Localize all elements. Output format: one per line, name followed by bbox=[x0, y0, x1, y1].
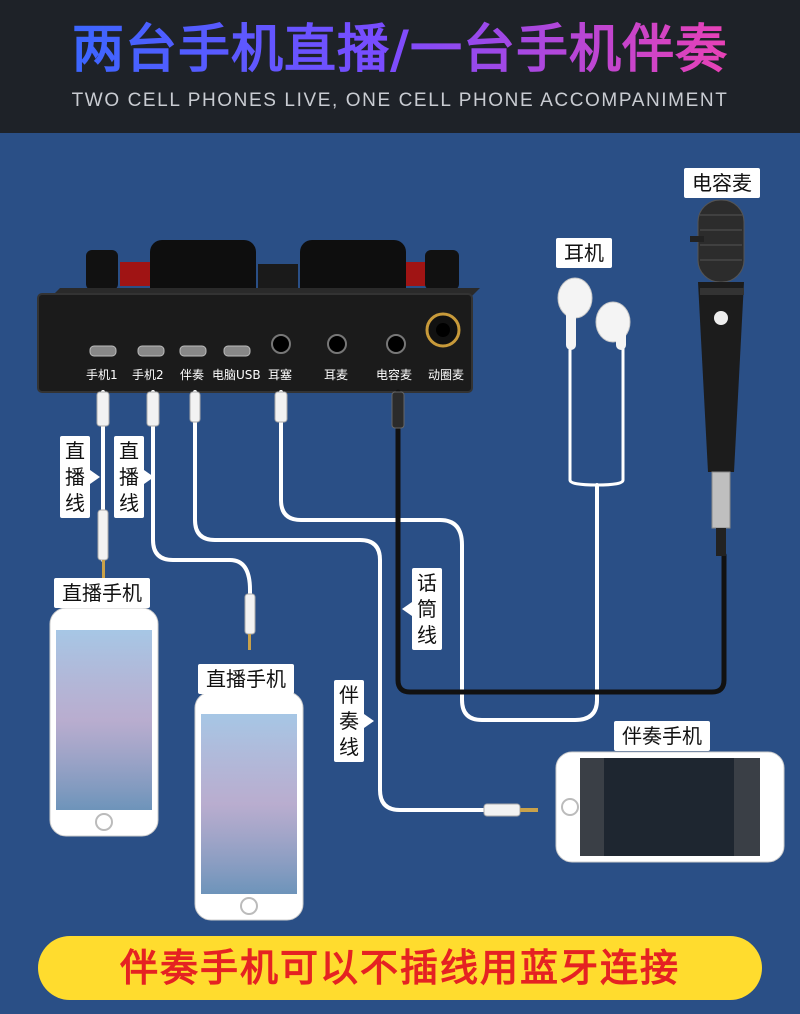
jack-accomp-phone bbox=[483, 803, 521, 817]
label-mic-cable: 话筒线 bbox=[402, 568, 442, 650]
red-switch-2 bbox=[406, 262, 428, 286]
label-live-cable-1: 直播线 bbox=[60, 436, 100, 518]
page-title: 两台手机直播/一台手机伴奏 bbox=[0, 18, 800, 82]
headphone-wires bbox=[568, 343, 625, 487]
label-live-phone-2: 直播手机 bbox=[198, 664, 294, 694]
live-phone-1 bbox=[49, 607, 159, 837]
accomp-cable bbox=[193, 390, 502, 812]
headphones-icon bbox=[557, 277, 631, 350]
port-earphone bbox=[271, 334, 291, 354]
port-label-phone2: 手机2 bbox=[132, 368, 164, 382]
earphone-cable bbox=[279, 390, 599, 722]
condenser-mic-icon bbox=[690, 199, 745, 556]
sound-card bbox=[37, 240, 480, 393]
bluetooth-note-banner: 伴奏手机可以不插线用蓝牙连接 bbox=[38, 936, 762, 1000]
port-label-accomp: 伴奏 bbox=[180, 368, 205, 382]
port-phone2 bbox=[137, 345, 165, 357]
label-live-cable-2: 直播线 bbox=[114, 436, 154, 518]
red-switch-1 bbox=[120, 262, 150, 286]
cables bbox=[101, 343, 727, 812]
label-accomp-cable: 伴奏线 bbox=[334, 680, 374, 762]
small-knob-2 bbox=[425, 250, 459, 290]
port-label-ear-mic: 耳麦 bbox=[324, 368, 349, 382]
port-condenser-mic bbox=[386, 334, 406, 354]
live-cable-2 bbox=[151, 390, 252, 632]
accomp-phone bbox=[555, 751, 785, 863]
port-ear-mic bbox=[327, 334, 347, 354]
port-pc-usb bbox=[223, 345, 251, 357]
port-label-phone1: 手机1 bbox=[86, 368, 118, 382]
page-subtitle: TWO CELL PHONES LIVE, ONE CELL PHONE ACC… bbox=[71, 90, 729, 111]
label-accomp-phone: 伴奏手机 bbox=[614, 721, 710, 751]
port-label-pc-usb: 电脑USB bbox=[212, 368, 261, 382]
port-label-earphone: 耳塞 bbox=[268, 368, 293, 382]
label-condenser-mic: 电容麦 bbox=[684, 168, 760, 198]
label-headphones: 耳机 bbox=[556, 238, 612, 268]
sound-card-body bbox=[37, 293, 473, 393]
big-knob-2 bbox=[300, 240, 406, 300]
fader-strip bbox=[258, 264, 298, 292]
jack-phone-2 bbox=[244, 593, 256, 635]
small-knob-1 bbox=[86, 250, 118, 290]
jack-phone-1 bbox=[97, 509, 109, 561]
mic-cable bbox=[395, 389, 727, 695]
plugs bbox=[96, 391, 538, 817]
port-label-dynamic: 动圈麦 bbox=[428, 368, 465, 382]
live-phone-2 bbox=[194, 691, 304, 921]
label-live-phone-1: 直播手机 bbox=[54, 578, 150, 608]
big-knob-1 bbox=[150, 240, 256, 300]
header-banner bbox=[0, 0, 800, 133]
port-label-condenser: 电容麦 bbox=[376, 368, 413, 382]
port-phone1 bbox=[89, 345, 117, 357]
port-accomp bbox=[179, 345, 207, 357]
